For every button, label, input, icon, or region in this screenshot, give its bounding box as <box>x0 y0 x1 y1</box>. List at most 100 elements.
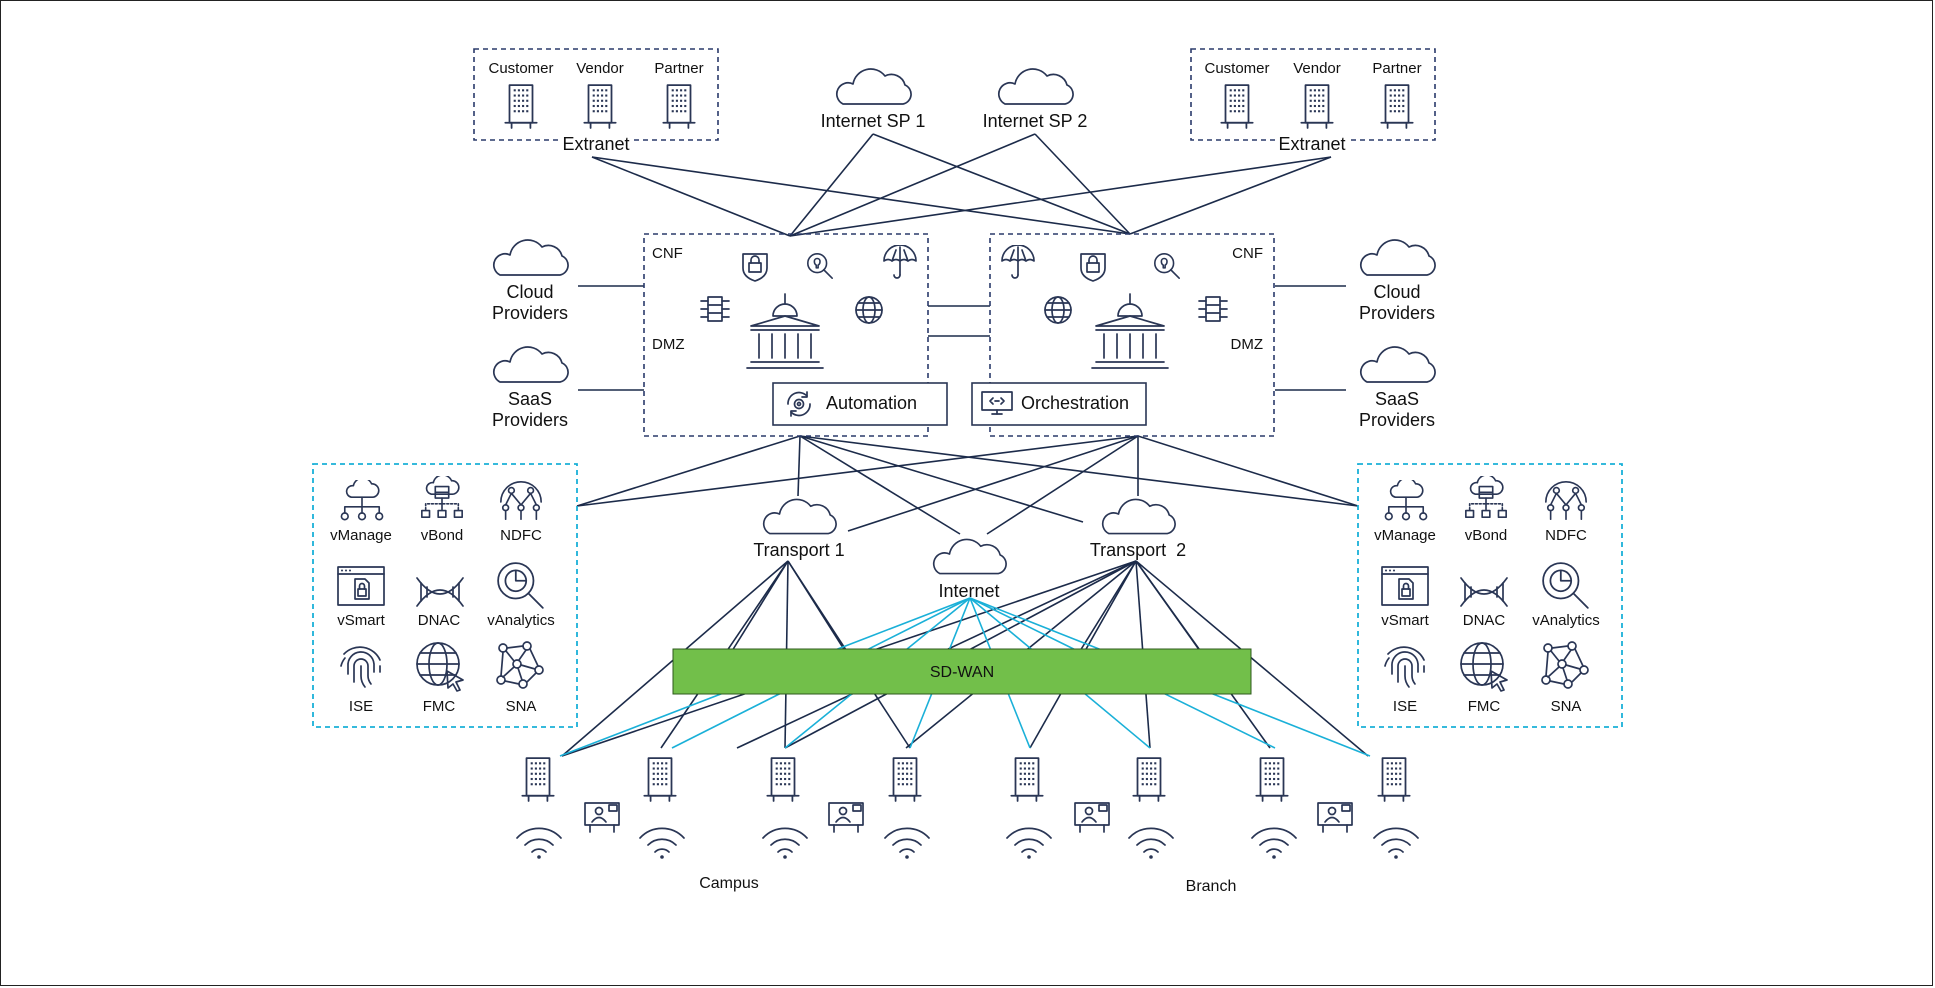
vsmart-icon <box>1381 566 1429 606</box>
threat-intel-icon <box>807 253 833 279</box>
controller-label: vManage <box>330 527 392 544</box>
controller-label: NDFC <box>1545 527 1587 544</box>
extranet-label: Extranet <box>562 134 629 154</box>
controller-label: ISE <box>1393 698 1417 715</box>
sdwan-bar: SD-WAN <box>672 648 1252 695</box>
controller-label: DNAC <box>1463 612 1506 629</box>
cloud-icon <box>1359 346 1436 383</box>
internet-sp-1: Internet SP 1 <box>821 68 926 131</box>
controller-label: DNAC <box>418 612 461 629</box>
datacenter-right: CNF DMZ <box>989 233 1275 437</box>
building-icon <box>1300 84 1334 129</box>
internet-sp-label: Internet SP 1 <box>821 111 926 131</box>
kiosk-icon <box>1074 802 1110 833</box>
cnf-label: CNF <box>652 245 683 262</box>
fingerprint-icon <box>1384 646 1425 688</box>
building-icon <box>1010 757 1044 802</box>
extranet-member-label: Vendor <box>576 60 624 77</box>
building-icon <box>504 84 538 129</box>
vanalytics-icon <box>497 562 544 609</box>
dnac-icon <box>1460 577 1508 607</box>
controllers-left: vManage vBond NDFC vSmart DNAC vAnalytic… <box>312 463 578 728</box>
building-icon <box>662 84 696 129</box>
automation-label: Automation <box>826 393 917 413</box>
wifi-icon <box>1006 827 1052 860</box>
transport-1: Transport 1 <box>753 498 845 560</box>
fingerprint-icon <box>340 646 381 688</box>
internet-label: Internet <box>938 581 999 601</box>
transport-label: Transport 1 <box>753 540 844 560</box>
dmz-label: DMZ <box>652 336 685 353</box>
controller-label: vBond <box>1465 527 1508 544</box>
transport-label: Transport 2 <box>1090 540 1186 560</box>
globe-icon <box>1044 296 1072 324</box>
sna-network-icon <box>1541 641 1589 689</box>
extranet-right: Customer Vendor Partner Extranet <box>1190 48 1436 154</box>
controller-label: FMC <box>1468 698 1501 715</box>
umbrella-icon <box>883 245 917 279</box>
transport-2: Transport 2 <box>1090 498 1186 560</box>
building-icon <box>583 84 617 129</box>
internet-sp-2: Internet SP 2 <box>983 68 1088 131</box>
vsmart-icon <box>337 566 385 606</box>
cloud-icon <box>1101 498 1176 535</box>
extranet-label: Extranet <box>1278 134 1345 154</box>
ndfc-icon <box>1544 480 1588 521</box>
building-icon <box>766 757 800 802</box>
threat-intel-icon <box>1154 253 1180 279</box>
dnac-icon <box>416 577 464 607</box>
ndfc-icon <box>499 480 543 521</box>
building-icon <box>1255 757 1289 802</box>
wifi-icon <box>1128 827 1174 860</box>
controller-label: vAnalytics <box>487 612 555 629</box>
datacenter-building-icon <box>1091 293 1169 369</box>
extranet-member-label: Partner <box>1372 60 1421 77</box>
controller-label: ISE <box>349 698 373 715</box>
controller-label: NDFC <box>500 527 542 544</box>
fmc-globe-icon <box>416 642 464 692</box>
controller-label: SNA <box>506 698 537 715</box>
extranet-member-label: Partner <box>654 60 703 77</box>
sna-network-icon <box>496 641 544 689</box>
firewall-icon <box>1198 296 1228 322</box>
cloud-icon <box>1359 239 1436 276</box>
extranet-member-label: Vendor <box>1293 60 1341 77</box>
controller-label: vManage <box>1374 527 1436 544</box>
cloud-icon <box>835 68 912 105</box>
building-icon <box>1220 84 1254 129</box>
cloud-icon <box>492 239 569 276</box>
orchestration-label: Orchestration <box>1021 393 1129 413</box>
sites-row: Campus Branch <box>516 757 1419 895</box>
cnf-label: CNF <box>1232 245 1263 262</box>
sdwan-label: SD-WAN <box>930 664 994 681</box>
building-icon <box>1377 757 1411 802</box>
building-icon <box>888 757 922 802</box>
controller-label: vSmart <box>1381 612 1429 629</box>
orchestration-box: Orchestration <box>971 382 1147 426</box>
umbrella-icon <box>1001 245 1035 279</box>
campus-label: Campus <box>699 875 759 892</box>
wifi-icon <box>762 827 808 860</box>
shield-lock-icon <box>742 253 768 282</box>
kiosk-icon <box>1317 802 1353 833</box>
building-icon <box>1132 757 1166 802</box>
automation-box: Automation <box>772 382 948 426</box>
controller-label: vSmart <box>337 612 385 629</box>
building-icon <box>643 757 677 802</box>
internet-sp-label: Internet SP 2 <box>983 111 1088 131</box>
building-icon <box>1380 84 1414 129</box>
vbond-icon <box>420 476 464 519</box>
controller-label: FMC <box>423 698 456 715</box>
dmz-label: DMZ <box>1231 336 1264 353</box>
wifi-icon <box>1251 827 1297 860</box>
branch-label: Branch <box>1186 878 1237 895</box>
cloud-icon <box>492 346 569 383</box>
controller-label: vBond <box>421 527 464 544</box>
